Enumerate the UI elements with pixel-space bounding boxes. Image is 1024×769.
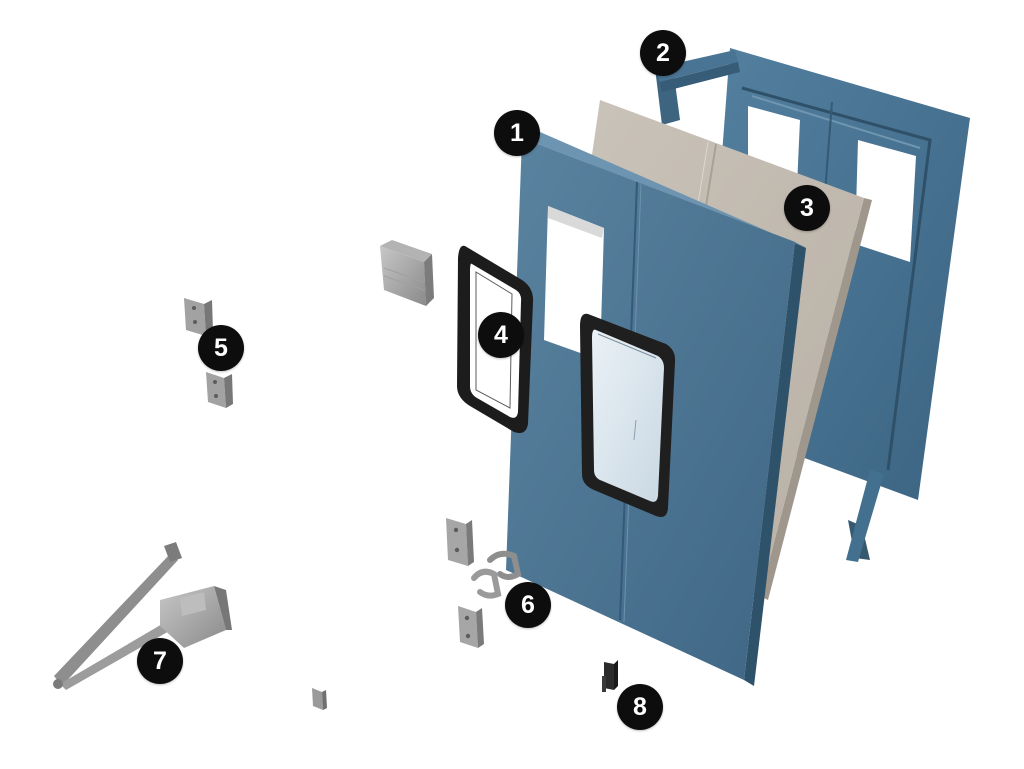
hinges [184, 298, 233, 408]
callout-8: 8 [617, 684, 663, 730]
door-closer [53, 542, 232, 690]
callout-6: 6 [505, 582, 551, 628]
callout-4: 4 [478, 312, 524, 358]
callout-7: 7 [137, 638, 183, 684]
callout-2: 2 [640, 30, 686, 76]
callout-3: 3 [784, 185, 830, 231]
door-stop [602, 660, 618, 692]
callout-1: 1 [494, 110, 540, 156]
top-bracket [380, 240, 434, 306]
handles-and-plates [446, 518, 522, 648]
small-plate [312, 688, 327, 710]
vision-window-installed [580, 313, 676, 517]
callout-5: 5 [198, 325, 244, 371]
